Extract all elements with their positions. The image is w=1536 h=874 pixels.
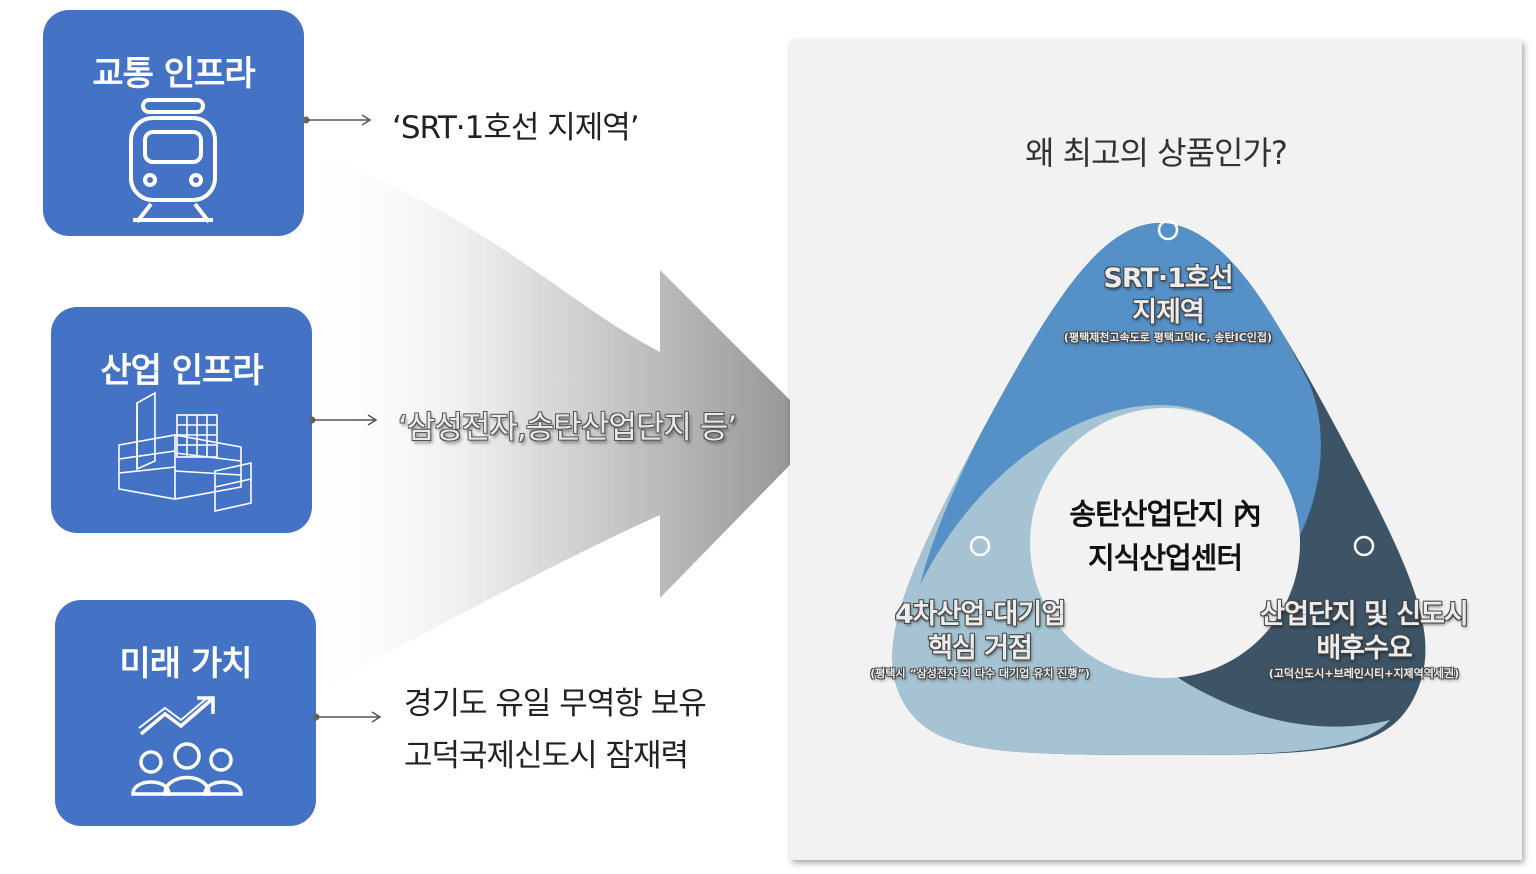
connector-transport — [302, 114, 372, 126]
segment-left-line1: 4차산업·대기업 — [894, 599, 1066, 630]
card-title: 미래 가치 — [119, 644, 253, 684]
segment-right-line2: 배후수요 — [1316, 633, 1412, 664]
cycle-diagram — [892, 219, 1426, 755]
funnel-arrow — [300, 148, 822, 700]
segment-left-note: (평택시 “삼성전자 외 다수 대기업 유치 진행”) — [870, 667, 1090, 680]
card-industry: 산업 인프라 — [51, 307, 312, 533]
center-text: 송탄산업단지 內 지식산업센터 — [1040, 492, 1290, 580]
segment-right-line1: 산업단지 및 신도시 — [1260, 599, 1469, 630]
card-future: 미래 가치 — [55, 600, 316, 826]
connector-future — [312, 711, 382, 723]
segment-top-line2: 지제역 — [1132, 297, 1205, 328]
segment-top-text: SRT·1호선 지제역 (평택제천고속도로 평택고덕IC, 송탄IC인접) — [1018, 262, 1318, 346]
segment-left-text: 4차산업·대기업 핵심 거점 (평택시 “삼성전자 외 다수 대기업 유치 진행… — [830, 598, 1130, 682]
label-future-line1: 경기도 유일 무역항 보유 — [404, 686, 707, 722]
panel-title: 왜 최고의 상품인가? — [1025, 134, 1288, 172]
train-icon — [129, 98, 217, 224]
center-circle — [1030, 408, 1300, 678]
segment-right-text: 산업단지 및 신도시 배후수요 (고덕신도시+브레인시티+지제역역세권) — [1214, 598, 1514, 682]
center-line1: 송탄산업단지 內 — [1069, 497, 1261, 531]
buildings-icon — [118, 391, 252, 512]
card-title: 산업 인프라 — [100, 351, 263, 391]
segment-right-note: (고덕신도시+브레인시티+지제역역세권) — [1268, 667, 1460, 680]
segment-left — [892, 404, 1390, 755]
card-transport: 교통 인프라 — [43, 10, 304, 236]
marker-top — [1157, 219, 1179, 241]
marker-right — [1353, 535, 1375, 557]
label-future-line2: 고덕국제신도시 잠재력 — [404, 738, 689, 774]
segment-left-line2: 핵심 거점 — [928, 633, 1033, 664]
label-transport: ‘SRT·1호선 지제역’ — [392, 110, 640, 146]
segment-top — [920, 223, 1321, 585]
label-industry: ‘삼성전자,송탄산업단지 등’ — [398, 410, 737, 446]
marker-left — [969, 535, 991, 557]
card-title: 교통 인프라 — [92, 54, 255, 94]
connector-industry — [308, 414, 378, 426]
growth-people-icon — [131, 696, 243, 796]
center-line2: 지식산업센터 — [1087, 541, 1243, 575]
segment-top-line1: SRT·1호선 — [1103, 263, 1233, 294]
segment-top-note: (평택제천고속도로 평택고덕IC, 송탄IC인접) — [1063, 331, 1273, 344]
